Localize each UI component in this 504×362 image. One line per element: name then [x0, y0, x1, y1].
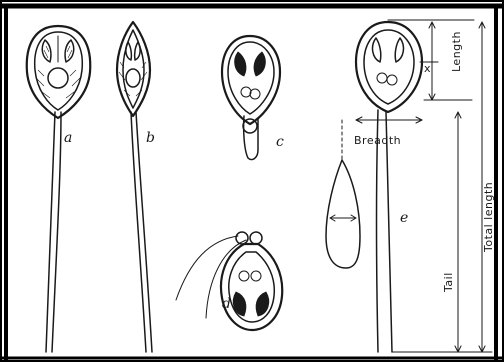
spore-d-nucleus-1	[239, 271, 249, 281]
spore-c-capsule-left	[235, 52, 246, 76]
spore-c-outer-shell	[222, 36, 280, 124]
measurement-annotations: Length x Breadth Tail Total length	[354, 20, 495, 352]
spore-a-sporoplasm	[48, 68, 68, 88]
x-label: x	[424, 62, 431, 75]
total-length-label: Total length	[482, 182, 495, 253]
spore-b-capsule-left	[126, 42, 132, 60]
spore-d: d	[176, 232, 282, 330]
spore-e-cross-section	[326, 160, 360, 268]
label-e: e	[400, 210, 408, 226]
spore-e-inner-shell	[364, 30, 414, 104]
spore-d-capsule-right	[256, 292, 269, 316]
spore-d-inner-shell	[229, 252, 275, 322]
spore-c-nucleus-2	[250, 89, 260, 99]
spore-c: c	[222, 36, 284, 160]
spore-e-capsule-right	[395, 38, 403, 62]
label-a: a	[64, 130, 72, 146]
spore-b: b	[117, 22, 155, 352]
length-label: Length	[450, 31, 463, 72]
spore-d-outer-shell	[221, 244, 282, 330]
breadth-label: Breadth	[354, 134, 401, 147]
spore-c-inner-shell	[228, 42, 274, 114]
spore-d-nucleus-2	[251, 271, 261, 281]
label-d: d	[222, 296, 231, 312]
spore-e-tail-right	[386, 112, 392, 352]
tail-label: Tail	[442, 272, 455, 293]
spore-b-sporoplasm	[126, 69, 140, 87]
spore-e: e	[326, 22, 422, 352]
spore-c-basal-ring	[243, 119, 257, 133]
spore-e-outer-shell	[356, 22, 422, 112]
spore-e-nucleus-2	[387, 75, 397, 85]
spore-d-ring-right	[250, 232, 262, 244]
spore-e-capsule-left	[373, 38, 381, 62]
spore-c-capsule-right	[254, 52, 265, 76]
spore-b-capsule-right	[135, 42, 141, 60]
label-c: c	[276, 134, 284, 150]
spore-a-capsule-right	[65, 40, 74, 62]
label-b: b	[146, 130, 155, 146]
spore-a: a	[27, 26, 90, 352]
spore-e-nucleus-1	[377, 73, 387, 83]
spore-c-nucleus-1	[241, 87, 251, 97]
spore-a-capsule-left	[42, 40, 51, 62]
